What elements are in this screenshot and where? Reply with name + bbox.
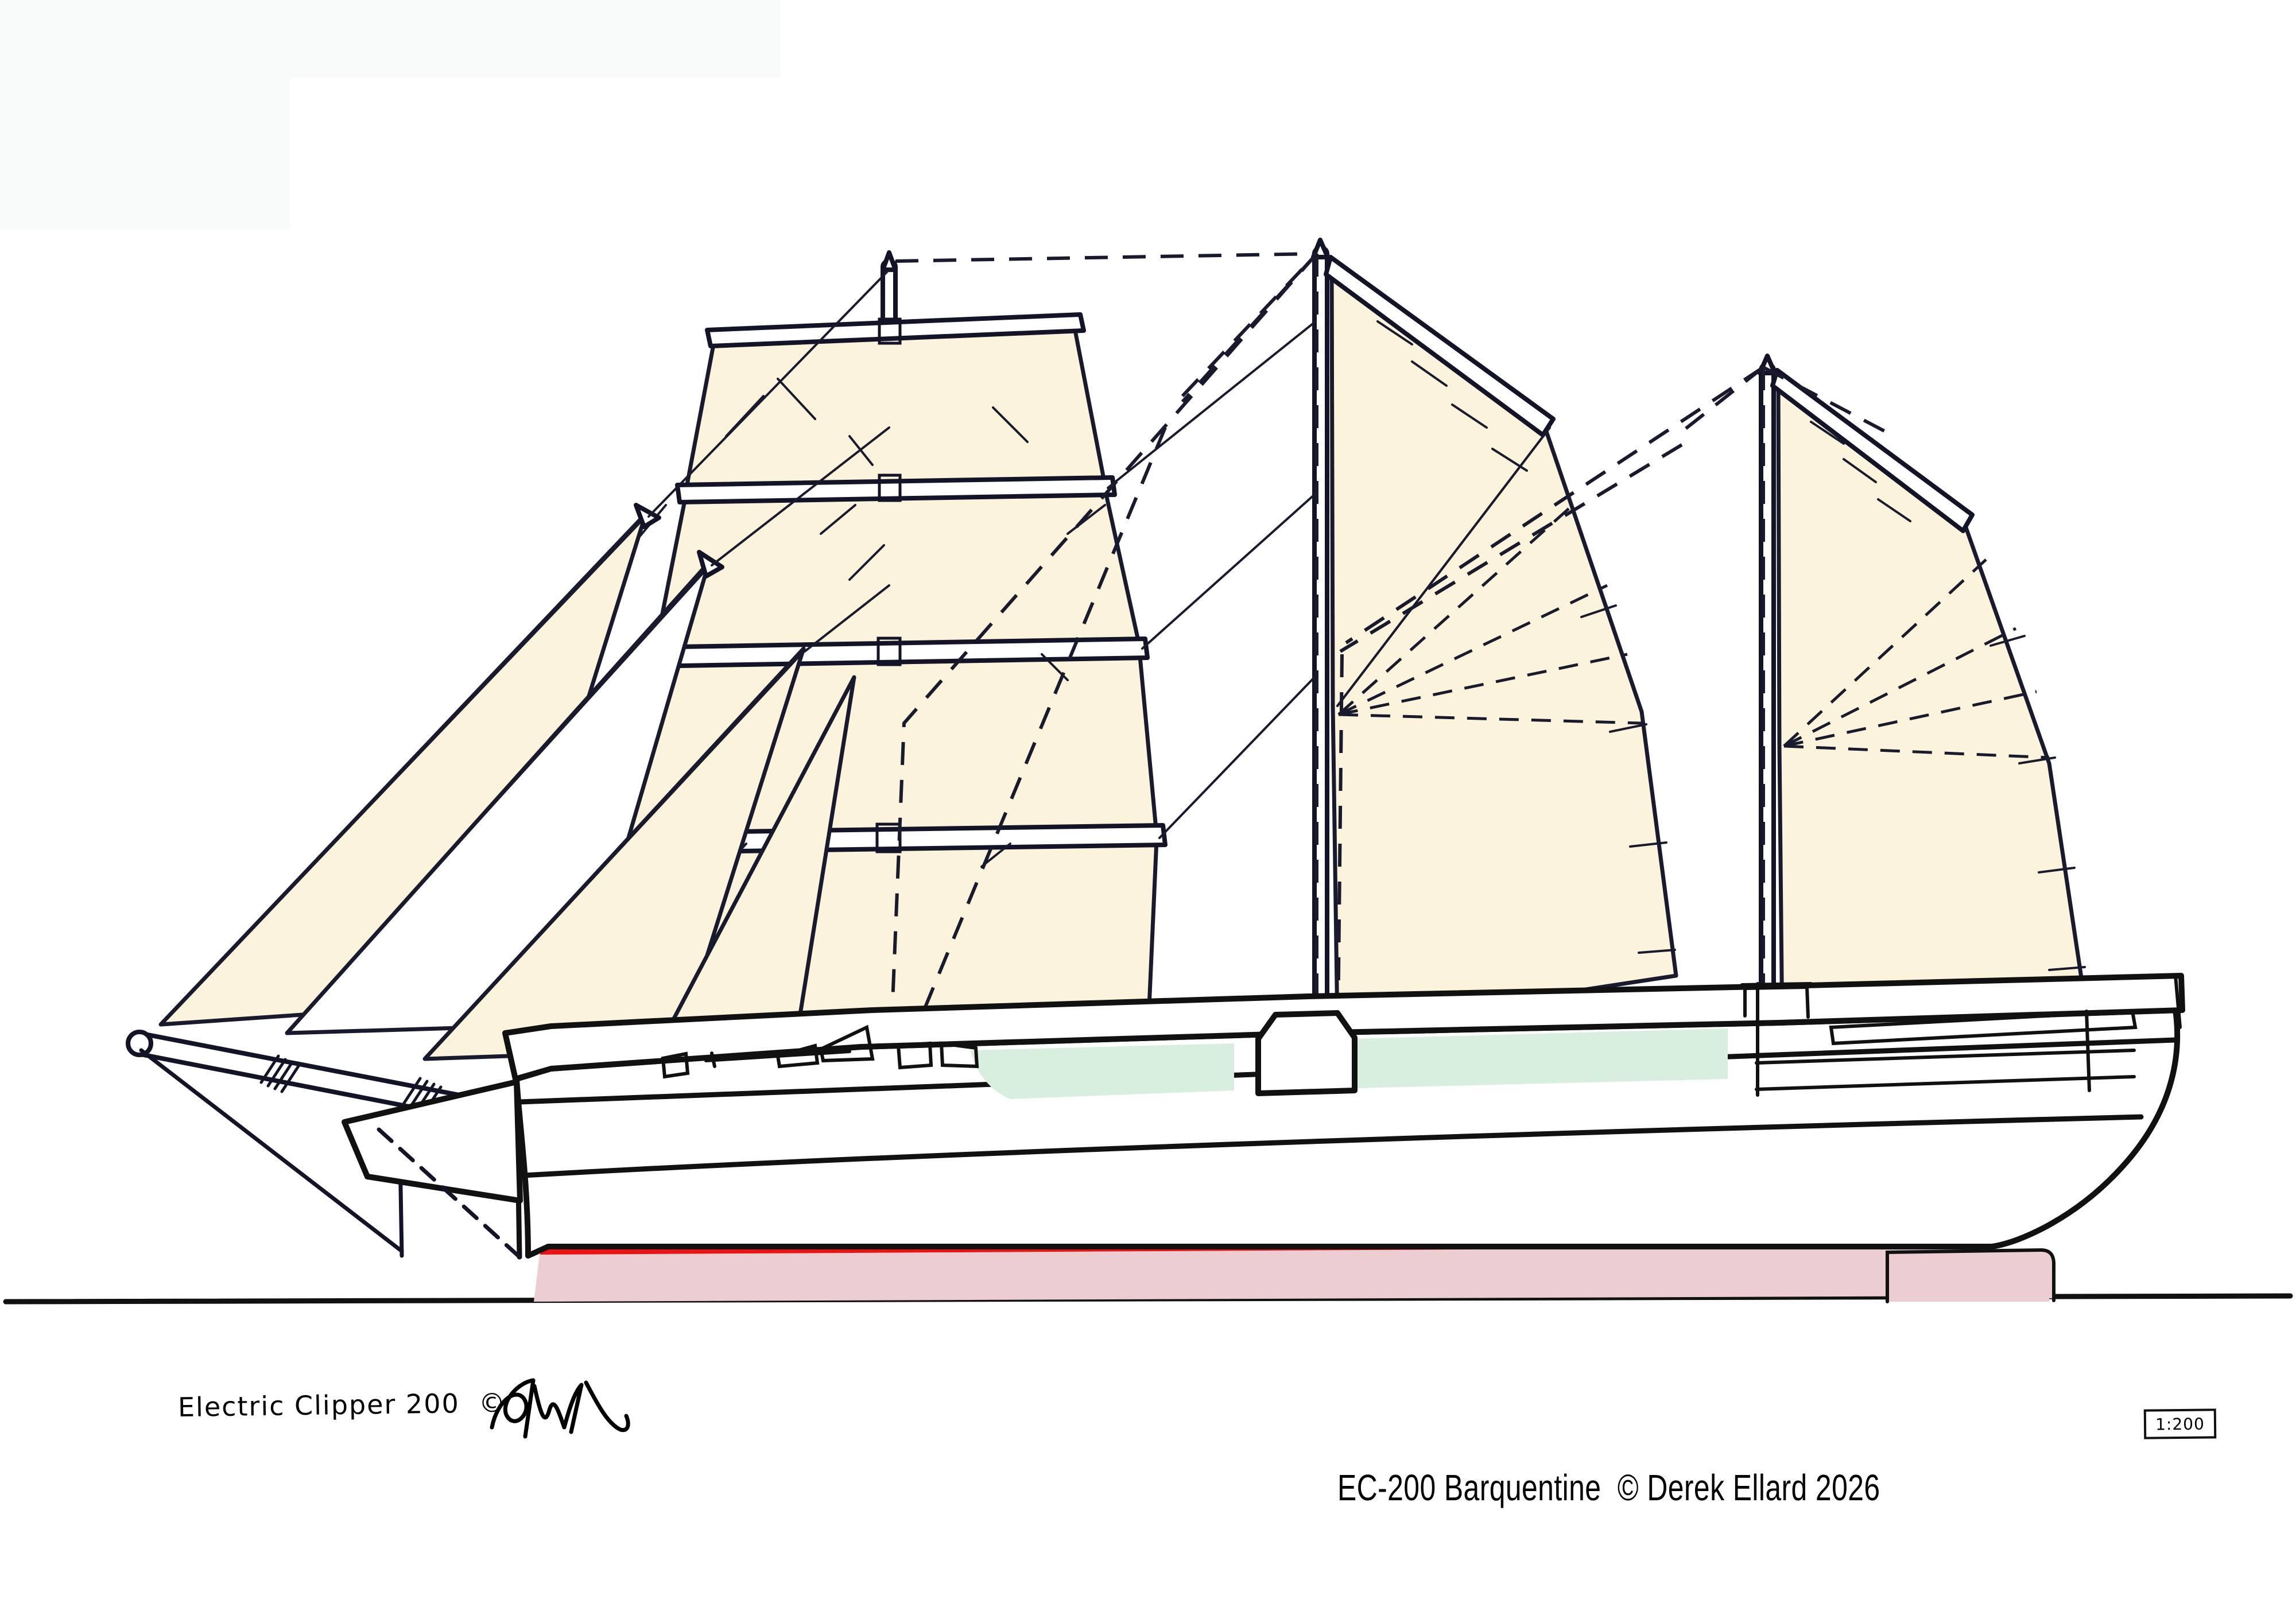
deck-vent-d <box>939 1041 979 1069</box>
mizzenmast-group <box>1758 354 2153 1078</box>
outer-jib-luff <box>286 564 711 1033</box>
paper-corner-tint-secondary <box>0 0 290 230</box>
hull-sheer-line-lower <box>521 1114 2144 1178</box>
poop-rail-top <box>1829 1009 2138 1046</box>
printed-caption: EC-200 Barquentine © Derek Ellard 2026 <box>1337 1467 1880 1508</box>
main-sail-seams <box>1337 504 1642 725</box>
flying-jib-luff <box>161 515 647 1024</box>
fore-main-brace <box>1158 676 1316 839</box>
deck-vent-a <box>819 1024 875 1063</box>
main-mizzen-stay <box>1345 366 1764 645</box>
scale-box: 1:200 <box>2143 1408 2217 1439</box>
deck-vent-b <box>775 1043 820 1069</box>
rudder-outline <box>1886 1248 2055 1303</box>
poop-rail-stanchion-a <box>2085 1010 2091 1092</box>
signature-icon <box>490 1378 630 1439</box>
scale-label: 1:200 <box>2155 1414 2205 1434</box>
deck-fittings-group <box>661 1024 979 1079</box>
outer-jib-head <box>697 550 724 579</box>
poop-deck-rails <box>1755 974 2182 1097</box>
mainmast-truck <box>1311 238 1330 259</box>
foremast-royal-sail <box>684 319 1107 493</box>
flying-jib-head <box>634 503 661 529</box>
keel-band <box>534 1247 1992 1302</box>
royal-yard <box>705 312 1086 348</box>
headsails-group <box>158 503 856 1069</box>
main-staysail-head <box>1181 252 1318 398</box>
mizzen-staysail-head <box>1339 443 1683 653</box>
deck-vent-c <box>896 1041 933 1070</box>
mainmast-partner-box <box>1255 1010 1358 1096</box>
bow-dashed-line <box>377 1127 522 1259</box>
hull-group <box>342 973 2185 1303</box>
standing-rigging-group <box>647 269 1317 839</box>
handwritten-caption: Electric Clipper 200 © <box>177 1387 507 1423</box>
mizzen-backstay-dash <box>1762 366 1895 438</box>
fitting-bitts-fore <box>661 1051 690 1079</box>
bulwark-inner-green-main <box>1309 1028 1728 1089</box>
main-sail-leech-ticks <box>1376 320 1676 954</box>
main-staysail-outline <box>888 253 1318 1074</box>
topgallant-yard <box>675 475 1117 504</box>
capstan-house <box>1743 985 1810 1019</box>
capstan-cap <box>1740 982 1813 987</box>
fore-topstay <box>647 269 890 518</box>
poop-rail-low <box>1755 1075 2136 1091</box>
topgallant-parrel <box>878 473 902 502</box>
mizzen-sail-leech-ticks <box>1810 421 2086 971</box>
fore-main-topstay <box>895 252 1317 263</box>
bow-head-knee <box>342 1079 523 1204</box>
bulwark-inner-green-fore <box>970 1043 1234 1099</box>
rudder-skeg <box>1887 1250 2055 1302</box>
fore-staysail-luff <box>425 650 805 1059</box>
mizzen-sail-seams <box>1783 558 2050 759</box>
foremast-yards <box>618 312 1168 855</box>
fore-rail-stanchion <box>710 1051 716 1068</box>
royal-parrel <box>878 317 902 345</box>
foremast-truck <box>881 250 898 272</box>
stern-stanchion <box>2174 974 2182 1029</box>
foremast-topgallant-sail <box>652 487 1142 657</box>
mizzen-gaff-sail <box>1776 371 2086 1035</box>
bowsprit-cap <box>126 1030 153 1057</box>
topsail-parrel <box>876 636 902 666</box>
mizzen-gaff <box>1770 368 1975 533</box>
poop-rail-mid <box>1755 1049 2136 1065</box>
bobstay <box>139 1048 404 1253</box>
hull-body <box>514 1007 2181 1259</box>
staysail-luff-b <box>894 426 1167 1080</box>
